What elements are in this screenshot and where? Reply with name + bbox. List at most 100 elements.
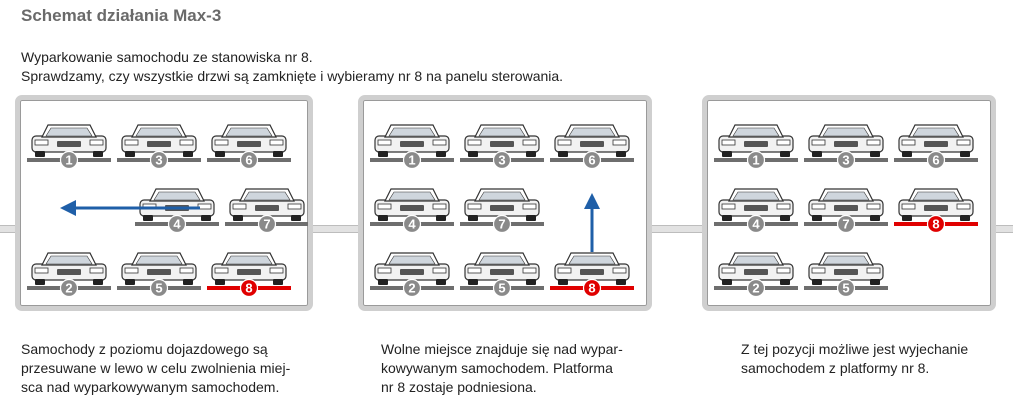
slot-number-badge — [149, 278, 169, 298]
parking-slot-4: 4 — [370, 188, 454, 234]
slot-number-badge — [149, 150, 169, 170]
slot-number-label: 1 — [752, 153, 759, 168]
slot-number-label: 6 — [245, 153, 252, 168]
slot-number-label: 1 — [408, 153, 415, 168]
slot-number-label: 3 — [155, 153, 162, 168]
slot-number-label: 7 — [263, 217, 270, 232]
caption-1-line: sca nad wyparkowywanym samochodem. — [21, 379, 280, 395]
parking-slot-8: 8 — [894, 188, 978, 234]
lift-up-arrow-icon — [584, 193, 600, 252]
slot-number-label: 4 — [408, 217, 416, 232]
parking-slot-2: 2 — [714, 252, 798, 298]
caption-3-line: Z tej pozycji możliwe jest wyjechanie — [741, 341, 969, 357]
slot-number-badge — [492, 278, 512, 298]
parking-slot-5: 5 — [460, 252, 544, 298]
parking-slot-7: 7 — [225, 188, 309, 234]
slot-number-badge — [746, 150, 766, 170]
panel-1-svg: 1 3 6 4 7 2 5 8 — [27, 124, 309, 298]
slot-number-label: 8 — [588, 281, 595, 296]
slot-number-badge — [836, 214, 856, 234]
parking-slot-3: 3 — [804, 124, 888, 170]
slot-number-label: 4 — [173, 217, 181, 232]
slot-number-label: 8 — [245, 281, 252, 296]
parking-slot-7: 7 — [804, 188, 888, 234]
slot-number-label: 6 — [588, 153, 595, 168]
caption-1-line: Samochody z poziomu dojazdowego są — [21, 341, 268, 357]
parking-slot-2: 2 — [27, 252, 111, 298]
slot-number-label: 5 — [155, 281, 162, 296]
parking-slot-1: 1 — [27, 124, 111, 170]
stage-panel-2: 1 3 6 4 7 2 5 8 — [358, 95, 652, 311]
slot-number-badge — [167, 214, 187, 234]
slot-number-badge — [582, 278, 602, 298]
parking-slot-5: 5 — [117, 252, 201, 298]
intro-text: Wyparkowanie samochodu ze stanowiska nr … — [21, 48, 563, 86]
slot-number-badge — [59, 278, 79, 298]
connector-rail — [0, 225, 22, 233]
slot-number-label: 3 — [842, 153, 849, 168]
caption-2-line: Wolne miejsce znajduje się nad wypar- — [381, 341, 623, 357]
caption-2-line: kowywanym samochodem. Platforma — [381, 360, 613, 376]
parking-slot-1: 1 — [714, 124, 798, 170]
caption-2: Wolne miejsce znajduje się nad wypar- ko… — [381, 340, 623, 397]
slot-number-badge — [836, 278, 856, 298]
slot-number-label: 5 — [498, 281, 505, 296]
connector-rail — [308, 225, 368, 233]
parking-slot-6: 6 — [207, 124, 291, 170]
parking-slot-6: 6 — [894, 124, 978, 170]
panel-2-svg: 1 3 6 4 7 2 5 8 — [370, 124, 634, 298]
intro-line-2: Sprawdzamy, czy wszystkie drzwi są zamkn… — [21, 68, 564, 84]
slot-number-label: 7 — [842, 217, 849, 232]
slot-number-badge — [926, 150, 946, 170]
move-left-arrow-icon — [60, 200, 200, 216]
parking-slot-6: 6 — [550, 124, 634, 170]
parking-slot-1: 1 — [370, 124, 454, 170]
diagram-stage: 1 3 6 4 7 2 5 8 1 3 6 4 7 2 5 8 1 3 6 4 7 8 2 5 — [0, 95, 1013, 320]
slot-number-label: 8 — [932, 217, 939, 232]
slot-number-badge — [59, 150, 79, 170]
slot-number-label: 2 — [752, 281, 759, 296]
parking-slot-8: 8 — [207, 252, 291, 298]
slot-number-label: 2 — [408, 281, 415, 296]
slot-number-badge — [239, 278, 259, 298]
connector-rail — [647, 225, 709, 233]
caption-1: Samochody z poziomu dojazdowego są przes… — [21, 340, 290, 397]
slot-number-badge — [492, 214, 512, 234]
slot-number-label: 3 — [498, 153, 505, 168]
slot-number-badge — [492, 150, 512, 170]
parking-slot-5: 5 — [804, 252, 888, 298]
slot-number-label: 5 — [842, 281, 849, 296]
slot-number-label: 2 — [65, 281, 72, 296]
slot-number-badge — [746, 278, 766, 298]
slot-number-badge — [746, 214, 766, 234]
stage-panel-1: 1 3 6 4 7 2 5 8 — [15, 95, 313, 311]
slot-number-label: 4 — [752, 217, 760, 232]
caption-3: Z tej pozycji możliwe jest wyjechanie sa… — [741, 340, 968, 378]
slot-number-badge — [402, 150, 422, 170]
parking-slot-8: 8 — [550, 252, 634, 298]
page-title: Schemat działania Max-3 — [21, 6, 222, 25]
slot-number-badge — [836, 150, 856, 170]
slot-number-label: 7 — [498, 217, 505, 232]
caption-1-line: przesuwane w lewo w celu zwolnienia miej… — [21, 360, 291, 376]
slot-number-label: 6 — [932, 153, 939, 168]
slot-number-badge — [402, 214, 422, 234]
parking-slot-7: 7 — [460, 188, 544, 234]
connector-rail — [988, 225, 1013, 233]
slot-number-badge — [926, 214, 946, 234]
parking-slot-3: 3 — [117, 124, 201, 170]
slot-number-badge — [239, 150, 259, 170]
panel-3-svg: 1 3 6 4 7 8 2 5 — [714, 124, 978, 298]
slot-number-badge — [402, 278, 422, 298]
slot-number-badge — [582, 150, 602, 170]
intro-line-1: Wyparkowanie samochodu ze stanowiska nr … — [21, 49, 313, 65]
slot-number-label: 1 — [65, 153, 72, 168]
parking-slot-3: 3 — [460, 124, 544, 170]
stage-panel-3: 1 3 6 4 7 8 2 5 — [702, 95, 996, 311]
caption-2-line: nr 8 zostaje podniesiona. — [381, 379, 537, 395]
parking-slot-4: 4 — [714, 188, 798, 234]
parking-slot-2: 2 — [370, 252, 454, 298]
parking-slot-4: 4 — [135, 188, 219, 234]
slot-number-badge — [257, 214, 277, 234]
caption-3-line: samochodem z platformy nr 8. — [741, 360, 930, 376]
